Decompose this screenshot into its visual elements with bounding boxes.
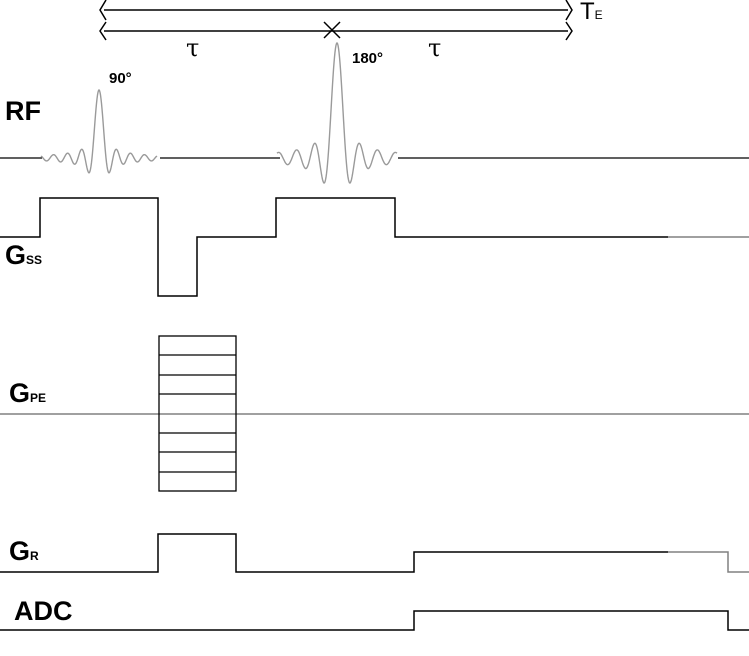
gss-waveform xyxy=(0,197,668,297)
adc-waveform xyxy=(0,610,749,631)
gr-label: GR xyxy=(9,536,39,567)
te-label-sub: E xyxy=(594,8,603,22)
gss-label-sub: SS xyxy=(26,253,43,267)
te-timing-bracket xyxy=(99,0,573,41)
gpe-label-main: G xyxy=(9,378,31,408)
gr-label-main: G xyxy=(9,536,31,566)
gr-waveform xyxy=(0,533,668,573)
rf-pulse-90 xyxy=(40,88,158,174)
gr-label-sub: R xyxy=(30,549,39,563)
adc-label: ADC xyxy=(14,596,73,626)
tau-first-label: τ xyxy=(186,34,200,62)
tau-second-label: τ xyxy=(428,34,442,62)
tau-bracket-left-end xyxy=(99,21,107,41)
te-label: TE xyxy=(580,0,603,26)
rf-pulse-180 xyxy=(276,41,398,184)
echo-center-mark-b xyxy=(323,21,341,39)
pulse-180-label: 180° xyxy=(352,50,384,67)
gpe-label: GPE xyxy=(9,378,46,409)
gpe-phase-table xyxy=(158,335,237,492)
rf-label: RF xyxy=(5,96,41,126)
tau-bracket-right-end xyxy=(565,21,573,41)
gss-label-main: G xyxy=(5,240,27,270)
te-bracket-right-end xyxy=(565,0,573,21)
gpe-label-sub: PE xyxy=(30,391,47,405)
pulse-90-label: 90° xyxy=(109,70,132,87)
te-bracket-left-end xyxy=(99,0,107,21)
te-label-main: T xyxy=(580,0,595,25)
gr-waveform-tail xyxy=(668,551,749,573)
gss-label: GSS xyxy=(5,240,42,271)
